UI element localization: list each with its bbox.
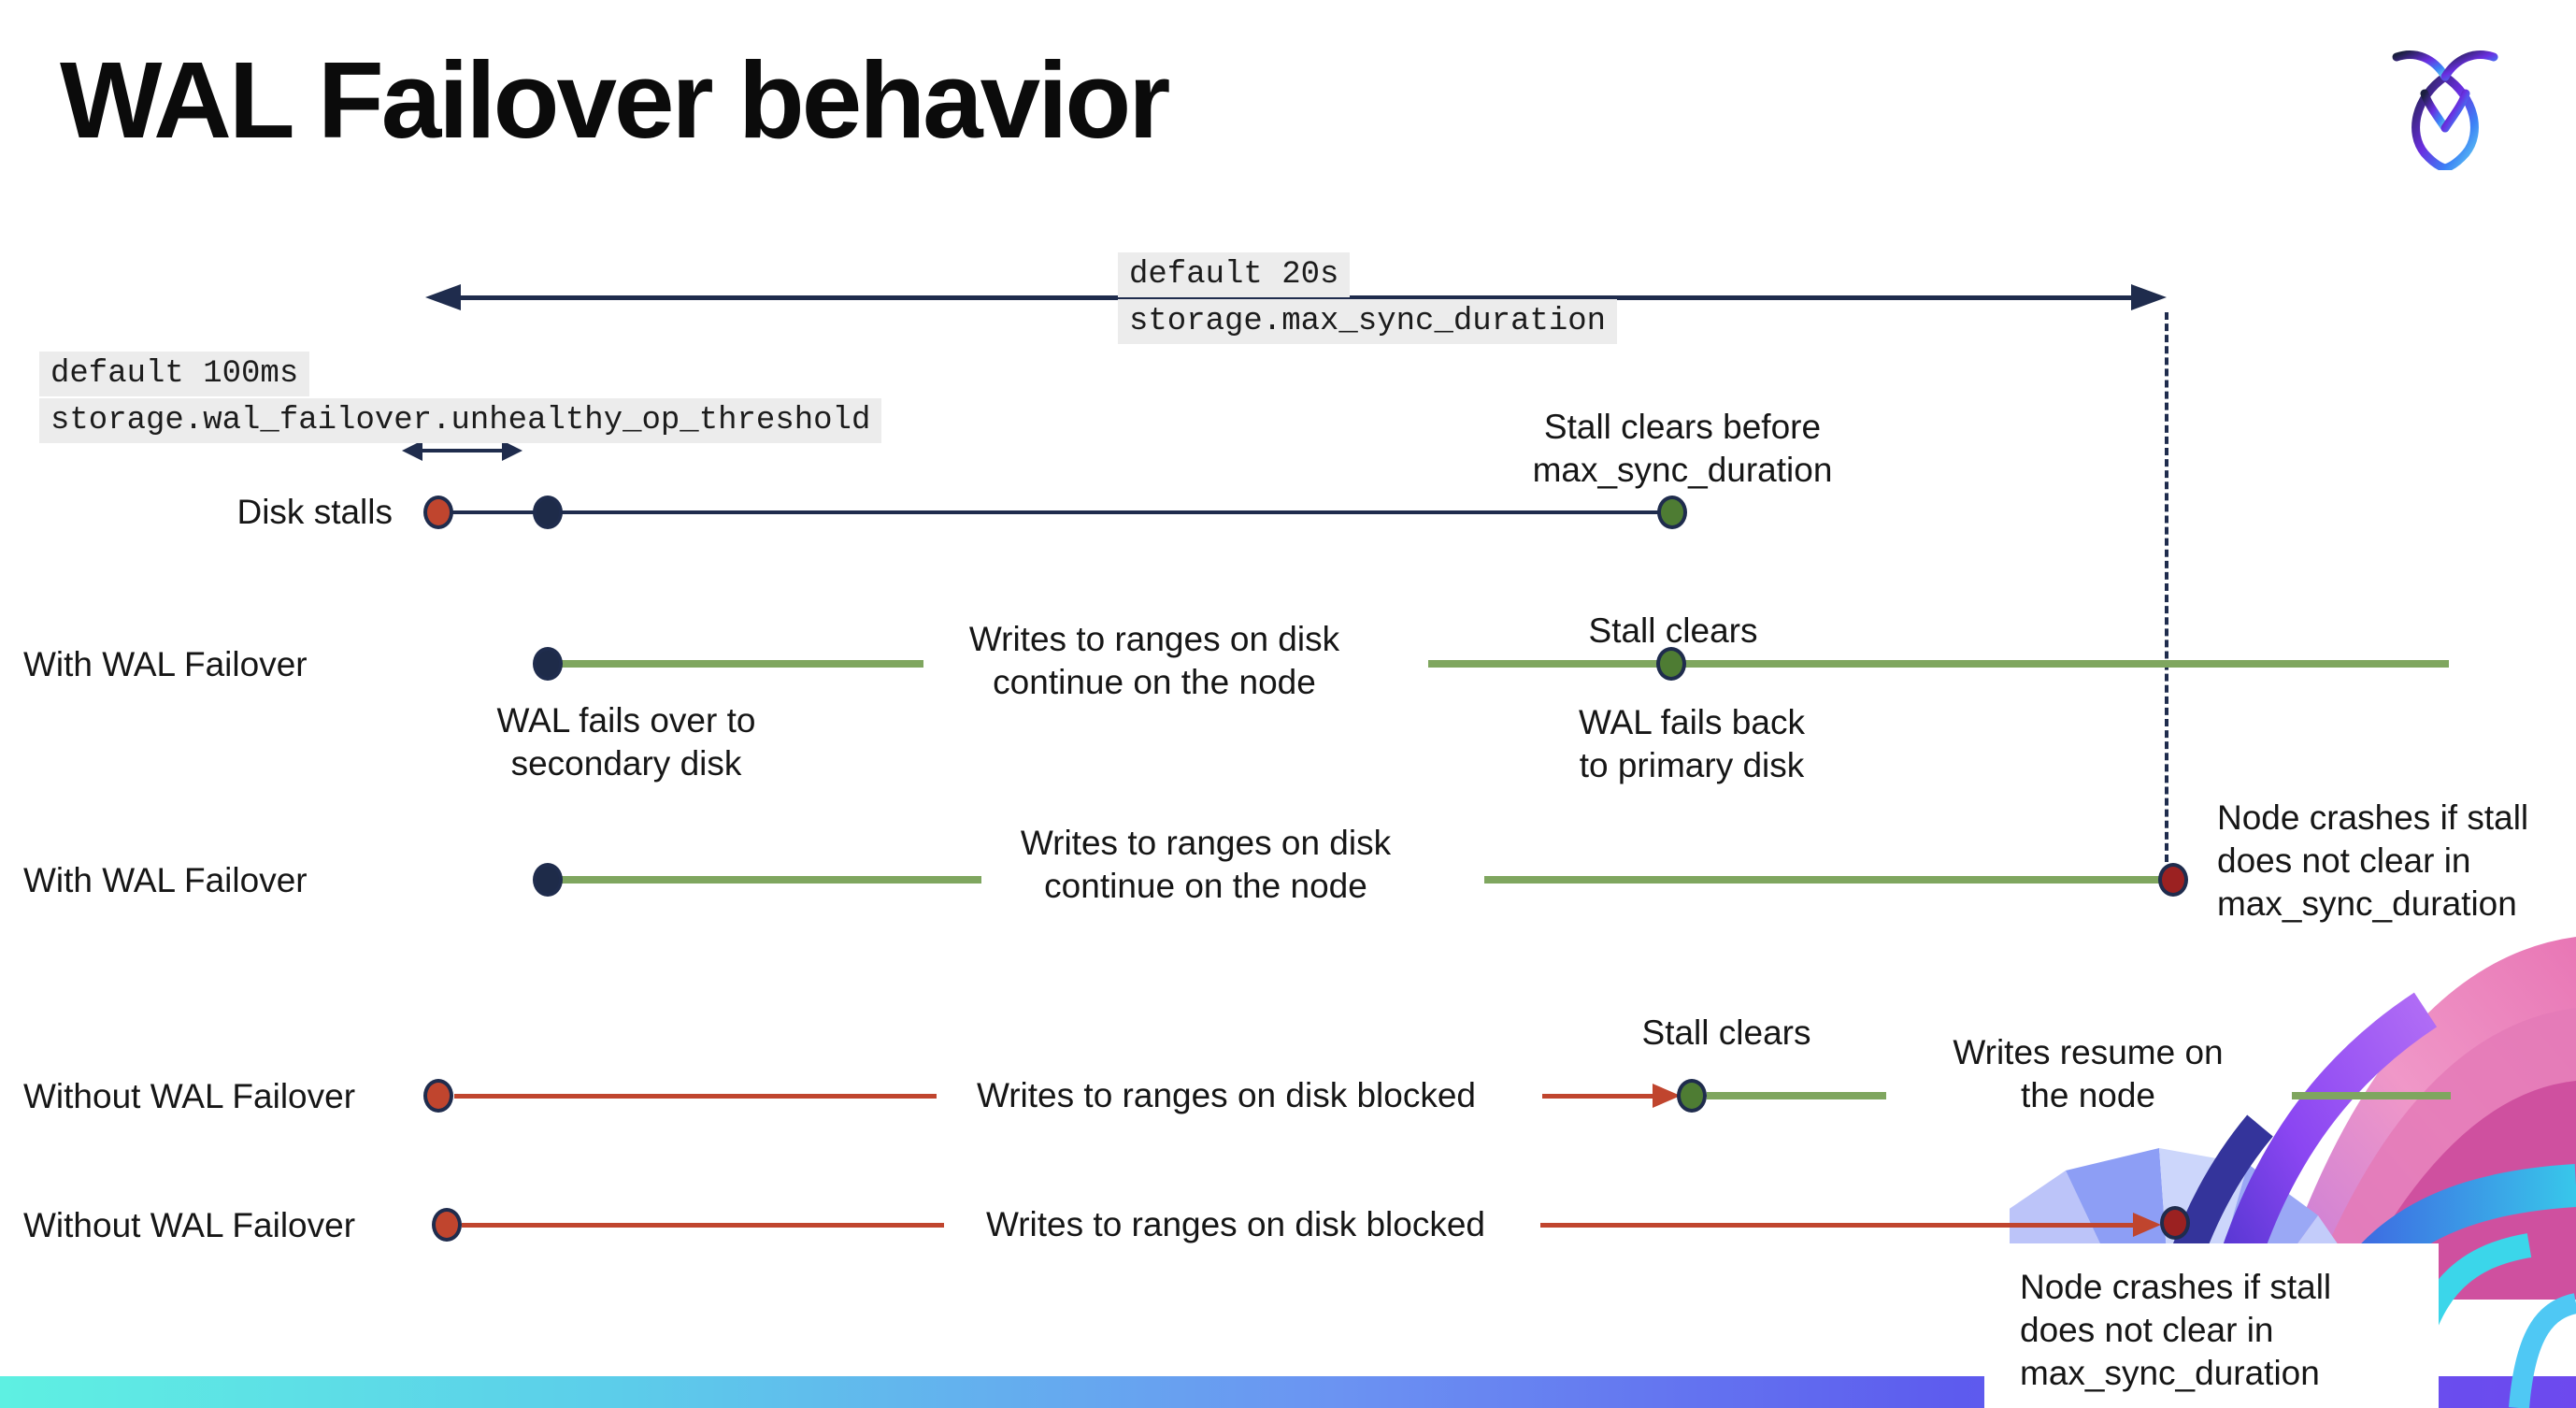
row-label-with-wal-failover-1: With WAL Failover <box>23 645 308 683</box>
crash-dot-r5 <box>2160 1206 2190 1240</box>
unhealthy-op-default-label: default 100ms <box>39 352 310 396</box>
stall-start-dot-r5 <box>432 1208 462 1242</box>
threshold-arrowhead-right-icon <box>502 440 522 461</box>
page-title: WAL Failover behavior <box>60 39 1170 161</box>
timeline-r1 <box>452 510 1660 514</box>
red-line-r4a <box>454 1094 937 1099</box>
writes-continue-r3: Writes to ranges on disk continue on the… <box>986 822 1425 908</box>
row-label-without-wal-failover-1: Without WAL Failover <box>23 1077 356 1115</box>
crash-note-r3-line2: does not clear in <box>2217 841 2471 880</box>
red-arrowhead-r5-icon <box>2133 1213 2161 1237</box>
green-line-r4b <box>2292 1092 2451 1099</box>
max-sync-duration-arrow <box>439 295 2159 300</box>
red-line-r5b <box>1540 1223 2135 1228</box>
red-arrowhead-r4-icon <box>1653 1084 1681 1108</box>
stall-clears-dot-r2 <box>1656 647 1686 681</box>
arrowhead-right-icon <box>2131 284 2167 310</box>
note-stall-clears-before: Stall clears before max_sync_duration <box>1505 406 1860 492</box>
max-sync-default-label: default 20s <box>1118 252 1351 297</box>
failback-note-r2-line2: to primary disk <box>1579 746 1805 784</box>
stall-clears-dot-r1 <box>1657 496 1687 529</box>
writes-blocked-r4: Writes to ranges on disk blocked <box>976 1076 1477 1114</box>
writes-continue-r3-line2: continue on the node <box>1044 867 1367 905</box>
writes-continue-r2-line1: Writes to ranges on disk <box>968 620 1340 658</box>
green-line-r2a <box>561 660 923 668</box>
failback-note-r2-line1: WAL fails back <box>1579 703 1805 741</box>
failover-note-r2: WAL fails over to secondary disk <box>439 699 813 785</box>
crash-dot-r3 <box>2158 863 2188 897</box>
stall-clears-dot-r4 <box>1677 1079 1707 1113</box>
writes-resume-r4-line2: the node <box>2020 1076 2156 1114</box>
writes-continue-r2: Writes to ranges on disk continue on the… <box>935 618 1374 704</box>
crash-note-r5-line2: does not clear in <box>2020 1311 2274 1349</box>
green-line-r3a <box>561 876 981 884</box>
note-line1: Stall clears before <box>1543 408 1822 446</box>
max-sync-setting-label: storage.max_sync_duration <box>1118 299 1618 344</box>
green-line-r4a <box>1707 1092 1886 1099</box>
red-line-r4b <box>1542 1094 1656 1099</box>
green-line-r2b <box>1428 660 2449 668</box>
row-label-with-wal-failover-2: With WAL Failover <box>23 861 308 899</box>
writes-resume-r4-line1: Writes resume on <box>1953 1033 2224 1071</box>
crash-note-box <box>1984 1243 2439 1408</box>
threshold-arrow <box>419 449 505 453</box>
stall-start-dot-r4 <box>423 1079 453 1113</box>
crash-note-r5-line1: Node crashes if stall <box>2020 1268 2332 1306</box>
failover-note-r2-line1: WAL fails over to <box>496 701 756 740</box>
writes-resume-r4: Writes resume on the node <box>1927 1031 2249 1117</box>
dashed-connector <box>2165 312 2168 862</box>
unhealthy-op-setting-label: storage.wal_failover.unhealthy_op_thresh… <box>39 398 882 443</box>
writes-continue-r3-line1: Writes to ranges on disk <box>1020 824 1392 862</box>
arrowhead-left-icon <box>425 284 461 310</box>
row-label-disk-stalls: Disk stalls <box>236 493 393 531</box>
failover-note-r2-line2: secondary disk <box>510 744 742 783</box>
failover-dot-r2 <box>533 647 563 681</box>
cockroachdb-logo-icon <box>2392 50 2498 170</box>
crash-note-r5-line3: max_sync_duration <box>2020 1354 2320 1392</box>
failover-threshold-dot-r1 <box>533 496 563 529</box>
note-line2: max_sync_duration <box>1532 451 1833 489</box>
stall-clears-label-r4: Stall clears <box>1641 1013 1811 1052</box>
row-label-without-wal-failover-2: Without WAL Failover <box>23 1206 356 1244</box>
failback-note-r2: WAL fails back to primary disk <box>1505 701 1879 787</box>
red-line-r5a <box>462 1223 944 1228</box>
writes-continue-r2-line2: continue on the node <box>993 663 1316 701</box>
stall-clears-label-r2: Stall clears <box>1588 611 1758 650</box>
green-line-r3b <box>1484 876 2161 884</box>
failover-dot-r3 <box>533 863 563 897</box>
writes-blocked-r5: Writes to ranges on disk blocked <box>985 1205 1486 1243</box>
stall-start-dot-r1 <box>423 496 453 529</box>
crash-note-r3: Node crashes if stall does not clear in … <box>2217 797 2576 926</box>
threshold-arrowhead-left-icon <box>402 440 422 461</box>
crash-note-r5: Node crashes if stall does not clear in … <box>2020 1266 2431 1395</box>
crash-note-r3-line1: Node crashes if stall <box>2217 798 2529 837</box>
crash-note-r3-line3: max_sync_duration <box>2217 884 2517 923</box>
